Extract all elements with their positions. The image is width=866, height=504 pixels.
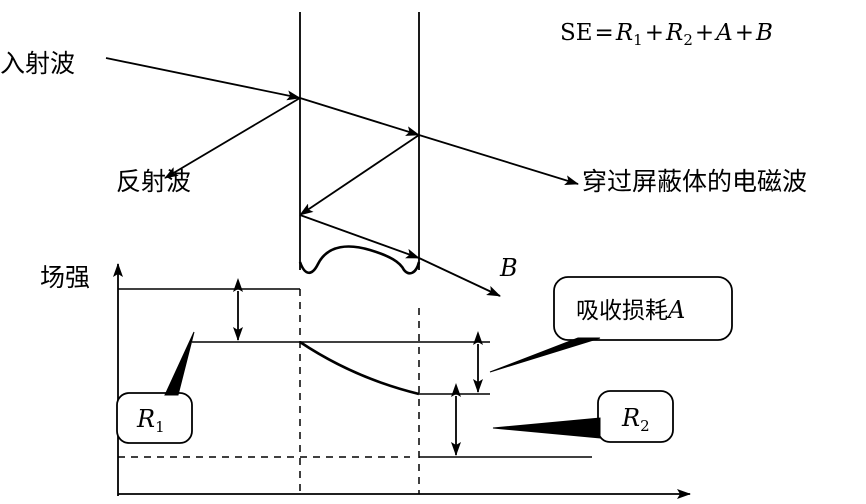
transmitted-wave-arrow — [418, 134, 579, 185]
formula: SE=R1+R2+A+B — [560, 20, 773, 49]
b-label: B — [499, 254, 518, 282]
incident-wave-label: 入射波 — [0, 49, 75, 78]
transmitted-wave-label: 穿过屏蔽体的电磁波 — [582, 167, 807, 196]
reflected-wave-arrow — [164, 97, 301, 179]
b-wave-arrow — [418, 257, 501, 297]
svg-text:R1: R1 — [136, 405, 165, 436]
y-axis-label: 场强 — [40, 263, 90, 292]
incident-wave-arrow — [105, 57, 301, 101]
absorption-callout: 吸收损耗A — [489, 276, 733, 373]
r2-callout: R2 — [492, 390, 674, 443]
reflected-wave-label: 反射波 — [116, 167, 191, 196]
internal-reflection-arrow — [299, 134, 420, 216]
shield-bottom-curve — [298, 245, 421, 275]
svg-text:R2: R2 — [621, 404, 650, 435]
r1-callout: R1 — [116, 331, 195, 444]
second-internal-arrow — [299, 214, 420, 259]
refraction-inside-arrow — [299, 97, 420, 136]
absorption-decay-curve — [299, 340, 420, 396]
svg-text:吸收损耗A: 吸收损耗A — [576, 296, 685, 324]
